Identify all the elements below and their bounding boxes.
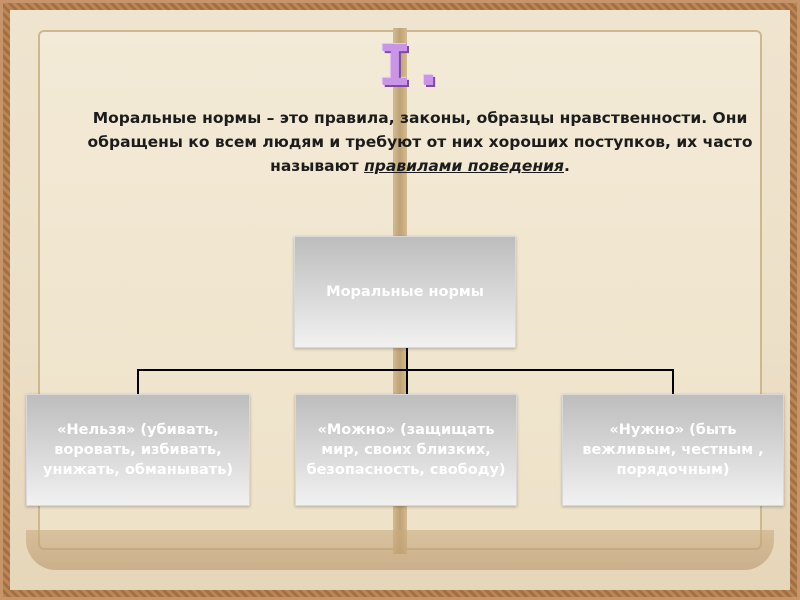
diagram-child-box-forbidden: «Нельзя» (убивать, воровать, избивать, у… (26, 394, 250, 506)
intro-emphasis: правилами поведения (364, 157, 564, 175)
diagram-child-box-allowed: «Можно» (защищать мир, своих близких, бе… (295, 394, 517, 506)
intro-text: Моральные нормы – это правила, законы, о… (87, 109, 753, 175)
section-numeral: I. (378, 34, 446, 99)
diagram-connectors (137, 348, 674, 394)
intro-paragraph: Моральные нормы – это правила, законы, о… (70, 106, 770, 178)
diagram-root-box: Моральные нормы (294, 236, 516, 348)
slide: I. Моральные нормы – это правила, законы… (10, 10, 790, 590)
diagram-child-box-required: «Нужно» (быть вежливым, честным , порядо… (562, 394, 784, 506)
intro-text-end: . (563, 157, 570, 175)
book-cover (26, 530, 774, 570)
